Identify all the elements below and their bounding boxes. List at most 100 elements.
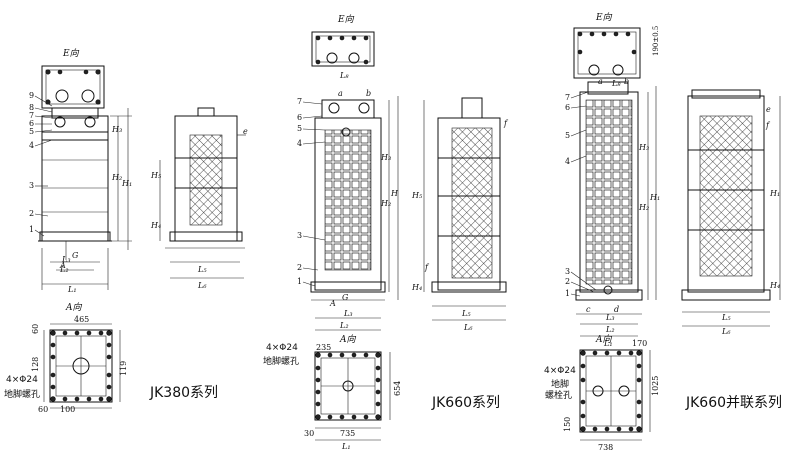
svg-text:4: 4 xyxy=(565,157,570,166)
svg-text:119: 119 xyxy=(119,361,128,376)
jk660p-bolt-note-line1: 4×Φ24 xyxy=(544,366,576,376)
svg-text:2: 2 xyxy=(565,277,570,286)
svg-text:235: 235 xyxy=(316,343,331,352)
svg-text:G: G xyxy=(342,293,349,302)
svg-text:1: 1 xyxy=(29,225,34,234)
svg-text:1025: 1025 xyxy=(651,376,660,396)
svg-text:H₃: H₃ xyxy=(638,143,649,152)
svg-text:5: 5 xyxy=(565,131,570,140)
svg-text:7: 7 xyxy=(29,111,34,120)
svg-text:A: A xyxy=(329,299,336,308)
svg-text:7: 7 xyxy=(565,93,570,102)
jk380-caption: JK380系列 xyxy=(150,385,219,401)
svg-text:3: 3 xyxy=(29,181,34,190)
jk660p-bolt-note-line2: 地脚 xyxy=(551,380,570,390)
jk660p-plan-view xyxy=(579,349,651,441)
svg-text:738: 738 xyxy=(598,443,613,452)
svg-text:a: a xyxy=(598,77,603,86)
svg-text:H₁: H₁ xyxy=(649,193,660,202)
jk380-part-numbers: 987 654 321 xyxy=(29,91,53,237)
svg-text:L₆: L₆ xyxy=(197,281,207,290)
svg-text:b: b xyxy=(366,89,371,98)
jk660p-e-view: 190±0.5 xyxy=(573,26,660,79)
svg-text:L₁: L₁ xyxy=(341,442,351,451)
svg-text:465: 465 xyxy=(74,315,89,324)
jk660p-plan-label: A向 xyxy=(595,334,612,345)
svg-text:H₃: H₃ xyxy=(111,125,122,134)
svg-text:170: 170 xyxy=(632,339,647,348)
svg-text:5: 5 xyxy=(297,124,302,133)
svg-text:H₄: H₄ xyxy=(411,283,422,292)
jk380-plan-view xyxy=(43,323,121,409)
jk660p-plan-dims: 170 1025 150 738 xyxy=(563,339,660,452)
jk660p-side-view xyxy=(681,89,781,327)
jk660-side-view xyxy=(423,97,507,321)
svg-text:G: G xyxy=(72,251,79,260)
svg-text:H₄: H₄ xyxy=(150,221,161,230)
svg-text:5: 5 xyxy=(29,127,34,136)
svg-text:30: 30 xyxy=(304,429,314,438)
jk660-caption: JK660系列 xyxy=(432,395,501,411)
svg-text:100: 100 xyxy=(60,405,75,414)
jk660-e-view-label: E向 xyxy=(337,14,355,25)
jk660p-e-view-label: E向 xyxy=(595,12,613,23)
svg-text:L₂: L₂ xyxy=(605,325,615,334)
svg-text:L₆: L₆ xyxy=(721,327,731,336)
svg-text:L₃: L₃ xyxy=(61,255,71,264)
jk660p-caption: JK660并联系列 xyxy=(686,395,783,411)
svg-text:H₂: H₂ xyxy=(111,173,122,182)
svg-text:3: 3 xyxy=(565,267,570,276)
jk380-plan-label: A向 xyxy=(65,302,82,313)
svg-text:9: 9 xyxy=(29,91,34,100)
svg-text:H₂: H₂ xyxy=(380,199,391,208)
jk660-plan-label: A向 xyxy=(339,334,356,345)
svg-text:e: e xyxy=(243,127,248,136)
jk660-bolt-note-line2: 地脚螺孔 xyxy=(263,357,300,367)
svg-text:1: 1 xyxy=(297,277,302,286)
jk660-plan-dims: 235 654 30 735 L₁ xyxy=(304,343,402,451)
svg-text:c: c xyxy=(586,305,591,314)
svg-text:f: f xyxy=(424,263,430,272)
svg-text:H₃: H₃ xyxy=(380,153,391,162)
svg-text:2: 2 xyxy=(29,209,34,218)
svg-text:L₅: L₅ xyxy=(721,313,731,322)
svg-text:654: 654 xyxy=(393,381,402,396)
jk380-bolt-note-line1: 4×Φ24 xyxy=(6,375,38,385)
jk660-plan-view xyxy=(314,351,391,441)
svg-text:L₂: L₂ xyxy=(59,265,69,274)
jk660p-front-view xyxy=(575,81,657,337)
svg-text:7: 7 xyxy=(297,97,302,106)
svg-text:H₅: H₅ xyxy=(150,171,162,180)
svg-text:L₅: L₅ xyxy=(461,309,471,318)
jk380-e-view xyxy=(41,65,105,109)
jk380-front-view xyxy=(38,107,132,290)
jk380-bolt-note-line2: 地脚螺孔 xyxy=(4,390,41,400)
svg-text:6: 6 xyxy=(565,103,570,112)
jk660-front-view xyxy=(310,96,399,331)
jk380-side-labels: H₅ H₄ L₅ L₆ e xyxy=(150,127,248,290)
svg-text:128: 128 xyxy=(31,357,40,372)
jk380-side-view xyxy=(159,107,246,279)
svg-text:60: 60 xyxy=(31,324,40,334)
svg-text:H₄: H₄ xyxy=(769,281,780,290)
svg-text:H₁: H₁ xyxy=(121,179,132,188)
svg-text:1: 1 xyxy=(565,289,570,298)
svg-text:e: e xyxy=(766,105,771,114)
svg-text:L₁: L₁ xyxy=(67,285,77,294)
svg-text:6: 6 xyxy=(29,119,34,128)
svg-text:L₆: L₆ xyxy=(463,323,473,332)
svg-text:L₅: L₅ xyxy=(197,265,207,274)
svg-text:150: 150 xyxy=(563,417,572,432)
svg-text:6: 6 xyxy=(297,113,302,122)
svg-text:L₃: L₃ xyxy=(343,309,353,318)
jk380-plan-dims: 465 60 128 119 60 100 xyxy=(31,315,128,414)
